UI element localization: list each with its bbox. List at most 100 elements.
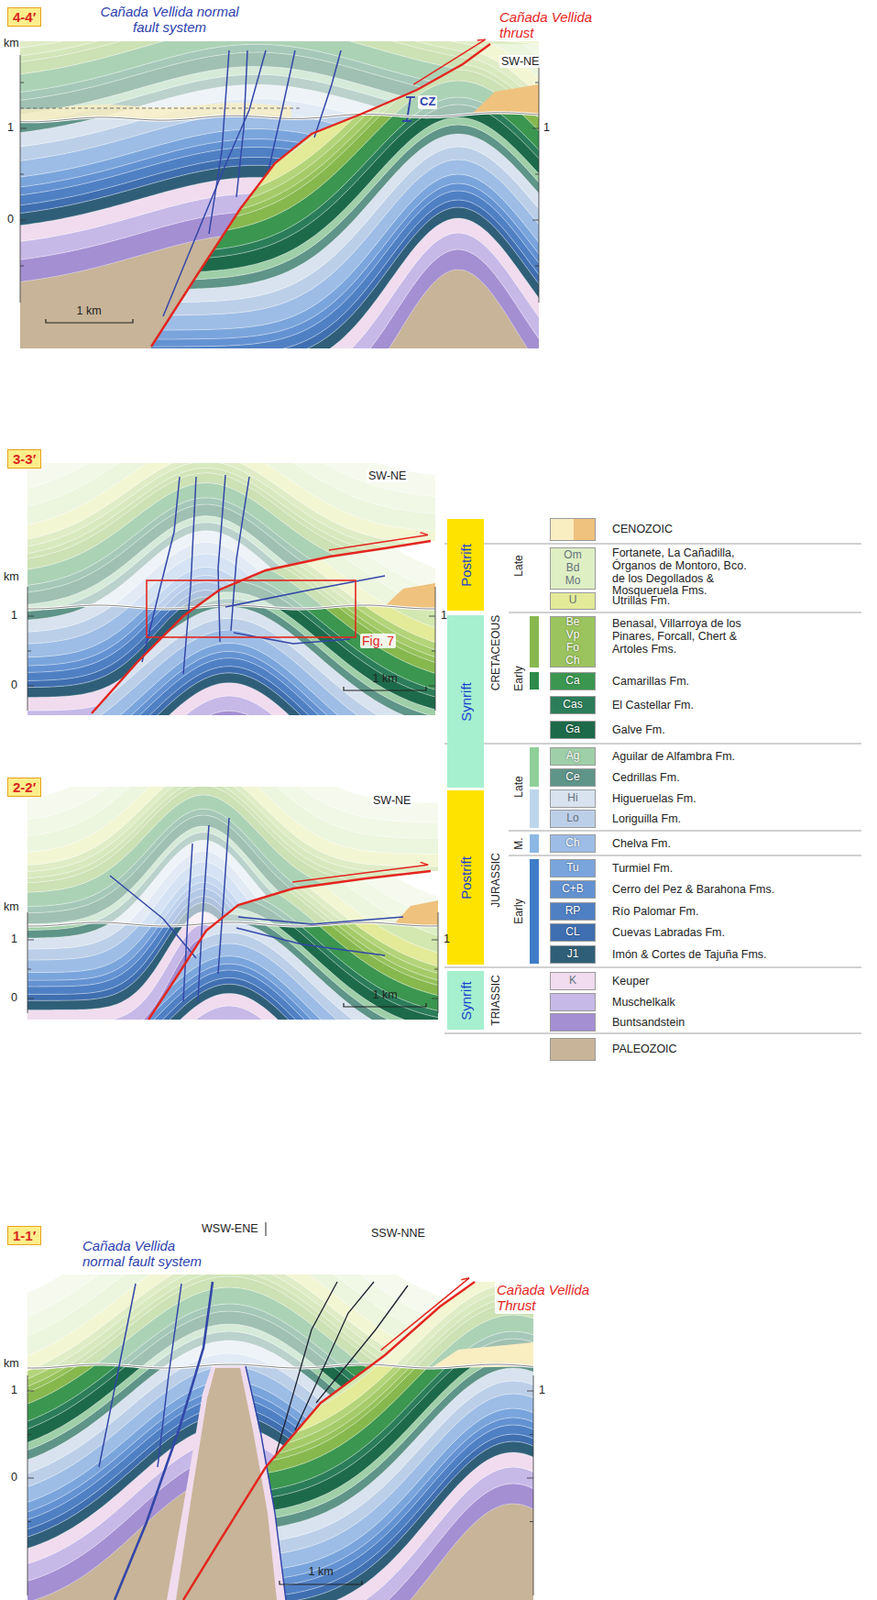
strata-layer	[18, 543, 448, 666]
strata-layer	[18, 723, 448, 838]
thrust-fault	[151, 43, 491, 347]
normal-fault	[230, 476, 250, 631]
axis-tick	[27, 997, 34, 999]
present-section	[10, 0, 550, 426]
axis-tick	[27, 1477, 34, 1479]
axis-value: 1	[443, 931, 450, 945]
triassic-rim	[166, 1365, 286, 1600]
legend-text: Turmiel Fm.	[612, 862, 673, 876]
axis-value: 0	[10, 1469, 18, 1483]
age-bar	[529, 789, 539, 828]
unit-abbreviation: Be	[566, 615, 581, 629]
strata-layer	[18, 780, 448, 884]
axis-unit: km	[3, 899, 20, 913]
present-section	[18, 704, 448, 1164]
topography	[27, 921, 439, 926]
legend-text: Benasal, Villarroya de los Pinares, Forc…	[612, 617, 764, 656]
unit-abbreviation: Bd	[566, 561, 581, 575]
strata-layer	[18, 794, 448, 907]
normal-fault	[109, 875, 197, 958]
period-label: CRETACEOUS	[490, 614, 504, 691]
strata-layer	[18, 976, 448, 1110]
axis-tick	[431, 650, 436, 652]
axis-value: 1	[10, 1382, 18, 1396]
normal-fault	[98, 1282, 136, 1467]
thrust-name: Cañada Vellida Thrust	[494, 1281, 609, 1314]
strata-layer	[18, 805, 448, 938]
normal-fault	[218, 474, 226, 642]
paleozoic-basement	[18, 1036, 448, 1164]
axis-tick	[532, 219, 539, 221]
legend-text: Camarillas Fm.	[612, 675, 690, 689]
normal-fault	[233, 632, 351, 644]
strata-layer	[18, 1231, 543, 1415]
unit-abbreviation: U	[569, 593, 578, 607]
strata-layer	[18, 408, 448, 515]
strata-layer	[18, 739, 448, 854]
footwall	[10, 0, 550, 426]
legend-separator	[508, 830, 862, 832]
normal-fault	[157, 1282, 182, 1467]
cz-bracket	[405, 96, 416, 99]
hanging-wall	[18, 387, 448, 789]
eroded-reconstruction	[18, 1181, 543, 1600]
legend-swatch	[549, 1012, 596, 1031]
thrust-fault	[91, 540, 431, 713]
km-axis	[435, 586, 437, 711]
km-axis	[438, 911, 439, 1013]
epoch-label: M.	[513, 836, 527, 849]
legend-swatch-part	[573, 518, 596, 540]
cross-section	[10, 0, 550, 426]
present-section	[18, 387, 448, 856]
normal-fault	[236, 50, 248, 198]
strata-layer	[10, 0, 550, 173]
age-bar	[529, 858, 539, 964]
strata-layer	[18, 425, 448, 532]
legend-text: Río Palomar Fm.	[612, 905, 699, 919]
normal-fault	[183, 843, 193, 1001]
unit-abbreviation: Lo	[566, 811, 579, 825]
axis-tick	[27, 939, 34, 941]
cross-section	[18, 1181, 543, 1600]
eroded-reconstruction	[10, 0, 550, 426]
strata-layer	[18, 504, 448, 606]
scale-label: 1 km	[307, 1564, 333, 1578]
strata-layer	[10, 64, 550, 226]
strata-layer	[10, 49, 550, 213]
legend-text: Fortanete, La Cañadilla, Órganos de Mont…	[612, 547, 750, 598]
axis-tick	[434, 968, 439, 970]
section-label: 1-1′	[12, 1227, 36, 1243]
strata-layer	[18, 408, 448, 515]
minor-fault	[274, 1281, 338, 1458]
strata-layer	[18, 855, 448, 982]
unit-abbreviation: J1	[567, 947, 580, 961]
stage-label: Synrift	[458, 681, 474, 722]
slip-arrow	[381, 1277, 470, 1350]
hanging-wall	[18, 1181, 543, 1600]
legend-text: Muschelkalk	[612, 996, 676, 1009]
strata-layer	[18, 704, 448, 823]
unit-abbreviation: Ch	[565, 654, 580, 668]
strata-layer	[10, 0, 550, 154]
strata-layer	[18, 1222, 543, 1377]
cenozoic-cover	[394, 899, 439, 926]
strata-layer	[18, 704, 448, 823]
axis-tick	[526, 1390, 534, 1392]
scale-bar	[279, 1579, 362, 1584]
normal-fault	[238, 916, 404, 924]
paleozoic-horst	[175, 1367, 277, 1600]
hanging-wall	[18, 704, 448, 1093]
age-bar	[529, 671, 539, 690]
strata-layer	[10, 0, 550, 9]
axis-tick	[27, 1390, 34, 1392]
age-bar	[529, 746, 539, 787]
strata-layer	[10, 16, 550, 191]
axis-tick	[27, 685, 34, 687]
unit-abbreviation: Hi	[567, 791, 578, 805]
axis-tick	[532, 128, 539, 130]
unit-abbreviation: Ca	[565, 674, 580, 688]
footwall	[18, 1208, 543, 1600]
fault-system-name: Cañada Vellida normal fault system	[91, 3, 248, 36]
topography	[27, 1363, 534, 1368]
section-tag: 3-3′	[7, 449, 42, 469]
